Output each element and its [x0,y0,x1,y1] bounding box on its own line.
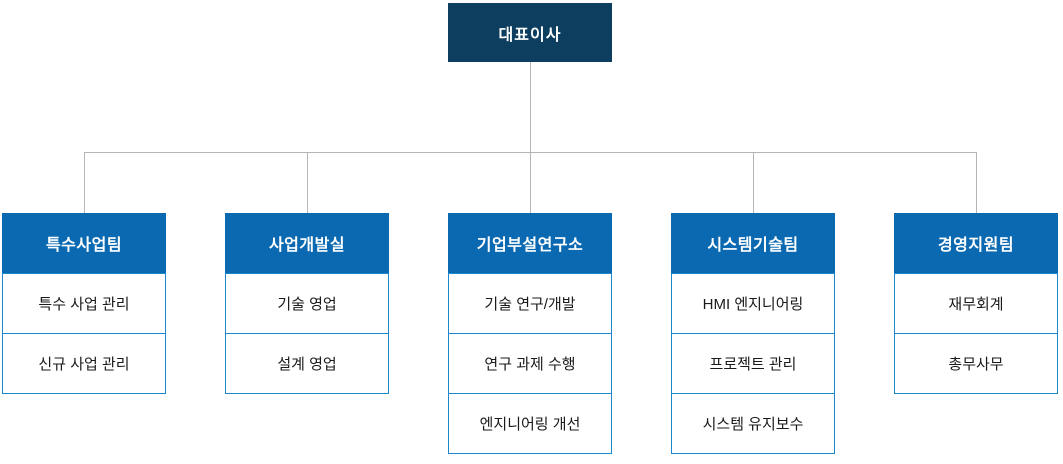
connector-drop-dept-4 [753,152,754,213]
ceo-node: 대표이사 [448,3,612,62]
ceo-label: 대표이사 [498,26,562,44]
connector-drop-dept-1 [84,152,85,213]
dept-item: 엔지니어링 개선 [448,393,612,454]
dept-name: 경영지원팀 [937,237,1015,254]
dept-item: 기술 연구/개발 [448,273,612,334]
dept-item: HMI 엔지니어링 [671,273,835,334]
dept-header: 기업부설연구소 [448,213,612,273]
dept-item: 시스템 유지보수 [671,393,835,454]
dept-item: 기술 영업 [225,273,389,334]
dept-column-research-institute: 기업부설연구소 기술 연구/개발 연구 과제 수행 엔지니어링 개선 [448,213,612,454]
dept-item: 신규 사업 관리 [2,333,166,394]
dept-item: 특수 사업 관리 [2,273,166,334]
connector-drop-dept-5 [976,152,977,213]
dept-header: 시스템기술팀 [671,213,835,273]
dept-header: 사업개발실 [225,213,389,273]
dept-header: 특수사업팀 [2,213,166,273]
dept-item: 프로젝트 관리 [671,333,835,394]
dept-column-business-development: 사업개발실 기술 영업 설계 영업 [225,213,389,394]
dept-name: 특수사업팀 [45,237,123,254]
dept-name: 시스템기술팀 [707,237,799,254]
dept-item: 연구 과제 수행 [448,333,612,394]
connector-root-vertical [530,62,531,213]
connector-drop-dept-2 [307,152,308,213]
dept-name: 기업부설연구소 [476,237,584,254]
dept-name: 사업개발실 [268,237,346,254]
dept-item: 설계 영업 [225,333,389,394]
dept-column-special-business: 특수사업팀 특수 사업 관리 신규 사업 관리 [2,213,166,394]
dept-item: 총무사무 [894,333,1058,394]
dept-column-system-technology: 시스템기술팀 HMI 엔지니어링 프로젝트 관리 시스템 유지보수 [671,213,835,454]
dept-header: 경영지원팀 [894,213,1058,273]
dept-item: 재무회계 [894,273,1058,334]
dept-column-management-support: 경영지원팀 재무회계 총무사무 [894,213,1058,394]
connector-horizontal-main [84,152,976,153]
